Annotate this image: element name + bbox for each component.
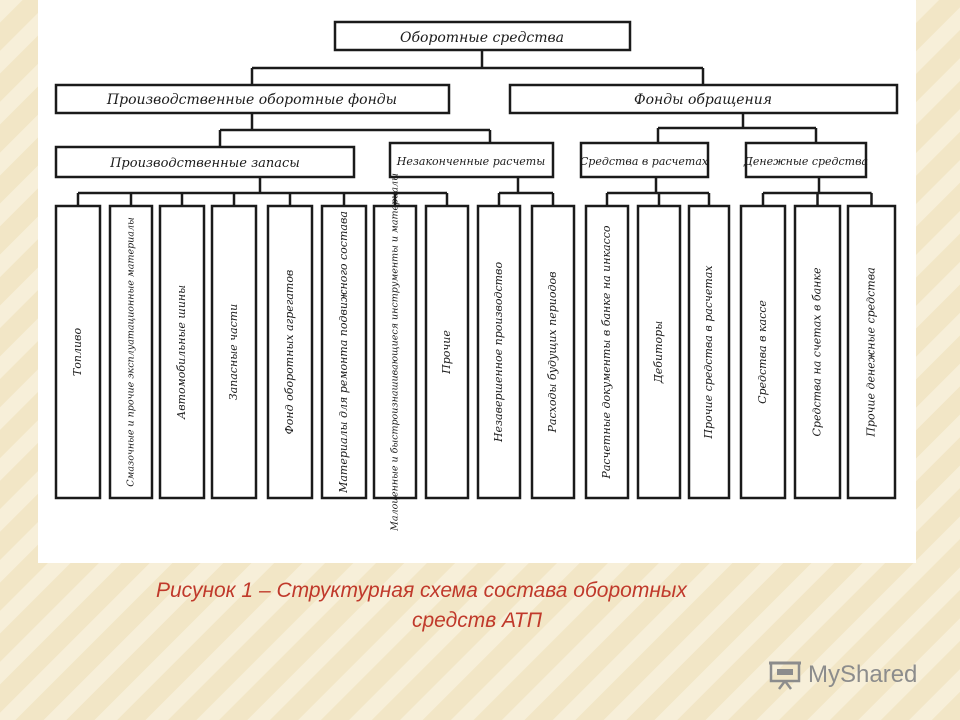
leaf-label: Средства в кассе xyxy=(756,300,769,404)
leaf-label: Запасные части xyxy=(227,304,240,401)
connector-lines xyxy=(76,50,873,206)
leaf-nodes: Топливо Смазочные и прочие эксплуатационн… xyxy=(54,173,897,532)
leaf-label: Средства на счетах в банке xyxy=(811,267,824,436)
leaf-label: Прочие денежные средства xyxy=(865,267,878,437)
node-settlement-funds-label: Средства в расчетах xyxy=(580,155,709,168)
leaf-node: Прочие средства в расчетах xyxy=(687,204,731,500)
node-circulation-funds: Фонды обращения xyxy=(508,83,899,115)
leaf-label: Фонд оборотных агрегатов xyxy=(283,270,296,435)
node-cash-funds-label: Денежные средства xyxy=(743,155,868,168)
leaf-label: Автомобильные шины xyxy=(175,285,188,420)
node-production-stocks-label: Производственные запасы xyxy=(109,156,300,171)
leaf-node: Средства на счетах в банке xyxy=(793,204,842,500)
node-unfinished-settlements: Незаконченные расчеты xyxy=(388,141,555,179)
leaf-label: Смазочные и прочие эксплуатационные мате… xyxy=(126,217,137,487)
leaf-label: Дебиторы xyxy=(652,321,665,384)
leaf-node: Средства в кассе xyxy=(739,204,787,500)
node-production-stocks: Производственные запасы xyxy=(54,145,356,179)
node-unfinished-settlements-label: Незаконченные расчеты xyxy=(396,155,545,168)
leaf-node: Автомобильные шины xyxy=(158,204,206,500)
leaf-node: Прочие денежные средства xyxy=(846,204,897,500)
leaf-label: Прочие средства в расчетах xyxy=(702,265,715,440)
leaf-node: Незавершенное производство xyxy=(476,204,522,500)
leaf-label: Прочие xyxy=(440,330,453,375)
node-cash-funds: Денежные средства xyxy=(743,141,868,179)
leaf-node: Топливо xyxy=(54,204,102,500)
leaf-node: Прочие xyxy=(424,204,470,500)
leaf-label: Топливо xyxy=(71,328,84,377)
leaf-label: Расчетные документы в банке на инкассо xyxy=(600,225,613,479)
watermark: MyShared xyxy=(768,658,917,692)
leaf-node: Фонд оборотных агрегатов xyxy=(266,204,314,500)
caption-line-1: Рисунок 1 – Структурная схема состава об… xyxy=(156,579,687,602)
leaf-node: Расходы будущих периодов xyxy=(530,204,576,500)
leaf-label: Расходы будущих периодов xyxy=(546,272,559,434)
leaf-label: Материалы для ремонта подвижного состава xyxy=(337,211,350,494)
structure-diagram: Оборотные средства Производственные обор… xyxy=(54,20,899,532)
node-root-label: Оборотные средства xyxy=(400,30,564,46)
node-settlement-funds: Средства в расчетах xyxy=(579,141,710,179)
caption-line-2: средств АТП xyxy=(412,609,542,632)
node-production-funds: Производственные оборотные фонды xyxy=(54,83,451,115)
watermark-text: MyShared xyxy=(808,661,918,688)
leaf-node: Смазочные и прочие эксплуатационные мате… xyxy=(108,204,154,500)
presentation-board-icon xyxy=(769,661,801,690)
node-circulation-funds-label: Фонды обращения xyxy=(634,92,772,108)
leaf-node: Расчетные документы в банке на инкассо xyxy=(584,204,630,500)
leaf-node: Дебиторы xyxy=(636,204,682,500)
node-production-funds-label: Производственные оборотные фонды xyxy=(106,92,397,108)
leaf-node: Материалы для ремонта подвижного состава xyxy=(320,204,368,500)
node-root: Оборотные средства xyxy=(333,20,632,52)
leaf-node: Малоценные и быстроизнашивающиеся инстру… xyxy=(372,173,418,532)
leaf-label: Малоценные и быстроизнашивающиеся инстру… xyxy=(390,173,401,532)
leaf-node: Запасные части xyxy=(210,204,258,500)
leaf-label: Незавершенное производство xyxy=(492,262,505,443)
